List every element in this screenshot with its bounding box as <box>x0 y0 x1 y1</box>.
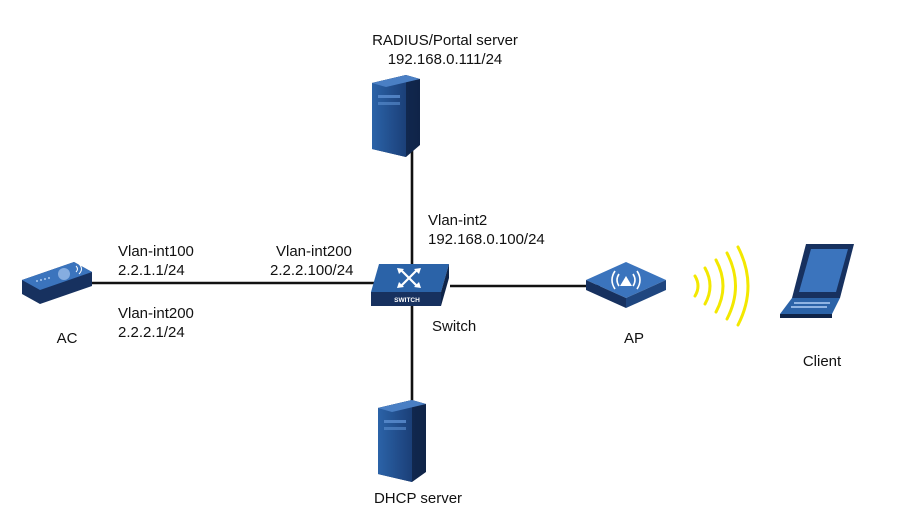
ac-vlan200-name: Vlan-int200 <box>118 305 194 322</box>
client-label: Client <box>802 353 842 370</box>
radius-server-icon[interactable] <box>372 75 420 157</box>
ap-label: AP <box>623 330 645 347</box>
switch-vlan2-ip: 192.168.0.100/24 <box>428 231 545 248</box>
links <box>90 150 600 402</box>
switch-icon[interactable]: SWITCH <box>371 264 449 306</box>
wireless-signal-icon <box>693 245 750 327</box>
access-controller-icon[interactable] <box>22 262 92 304</box>
access-point-icon[interactable] <box>586 262 666 308</box>
switch-vlan2-name: Vlan-int2 <box>428 212 488 229</box>
ac-vlan200-ip: 2.2.2.1/24 <box>118 324 185 341</box>
ac-vlan100-ip: 2.2.1.1/24 <box>118 262 185 279</box>
radius-server-name: RADIUS/Portal server <box>372 32 518 49</box>
switch-badge: SWITCH <box>394 297 420 304</box>
radius-server-ip: 192.168.0.111/24 <box>387 51 503 68</box>
ac-vlan100-name: Vlan-int100 <box>118 243 194 260</box>
switch-label: Switch <box>432 318 477 335</box>
switch-vlan200-ip: 2.2.2.100/24 <box>270 262 354 279</box>
dhcp-server-label: DHCP server <box>373 490 463 507</box>
dhcp-server-icon[interactable] <box>378 400 426 482</box>
laptop-icon[interactable] <box>780 244 854 318</box>
switch-vlan200-name: Vlan-int200 <box>276 243 352 260</box>
ac-label: AC <box>56 330 78 347</box>
